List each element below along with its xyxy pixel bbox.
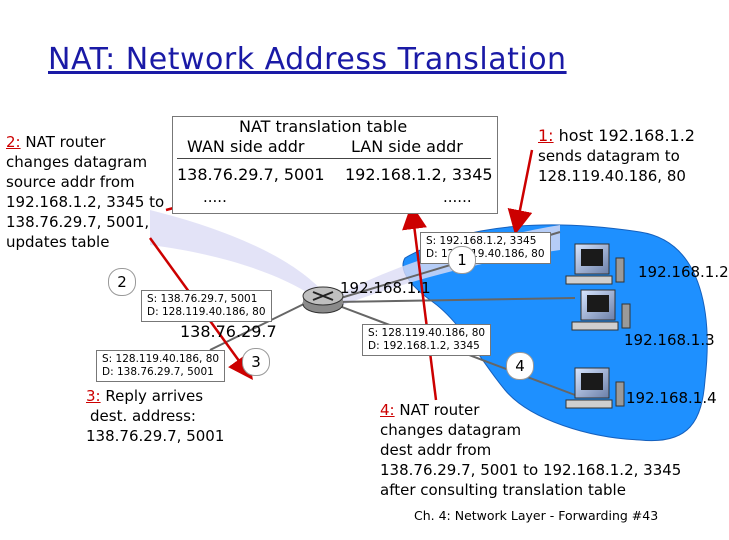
page-title: NAT: Network Address Translation: [48, 42, 567, 77]
step-badge-2: 2: [108, 268, 136, 296]
header-divider: [177, 158, 491, 159]
step1-number: 1:: [538, 126, 554, 145]
datagram-2: S: 138.76.29.7, 5001 D: 128.119.40.186, …: [141, 290, 272, 322]
host-address-4: 192.168.1.4: [626, 389, 717, 407]
step2-text: 2: NAT router changes datagram source ad…: [6, 133, 165, 251]
datagram-1: S: 192.168.1.2, 3345 D: 128.119.40.186, …: [420, 232, 551, 264]
step3-text: 3: Reply arrives dest. address: 138.76.2…: [86, 387, 225, 445]
table-dots-lan: ......: [443, 188, 472, 206]
step-badge-1: 1: [448, 246, 476, 274]
wan-band: [150, 210, 330, 310]
step1-text: 1: host 192.168.1.2 sends datagram to 12…: [538, 126, 695, 185]
column-header-lan: LAN side addr: [351, 137, 463, 156]
footer-page: #43: [631, 508, 659, 523]
table-heading: NAT translation table: [239, 117, 408, 136]
footer-chapter: Ch. 4: Network Layer - Forwarding: [414, 508, 628, 523]
table-dots-wan: .....: [203, 188, 227, 206]
router-lan-address: 192.168.1.1: [340, 279, 431, 297]
step4-text: 4: NAT router changes datagram dest addr…: [380, 401, 682, 499]
computer-icon: [565, 243, 625, 285]
step-badge-4: 4: [506, 352, 534, 380]
table-cell-wan: 138.76.29.7, 5001: [177, 165, 325, 184]
step2-number: 2:: [6, 133, 21, 151]
step-badge-3: 3: [242, 348, 270, 376]
footer: Ch. 4: Network Layer - Forwarding #43: [414, 508, 658, 523]
router-wan-address: 138.76.29.7: [180, 322, 277, 341]
router-icon: [302, 286, 344, 314]
datagram-4: S: 128.119.40.186, 80 D: 192.168.1.2, 33…: [362, 324, 492, 356]
computer-icon: [565, 367, 625, 409]
lan-cloud: [402, 224, 708, 442]
host-address-2: 192.168.1.2: [638, 263, 729, 281]
table-cell-lan: 192.168.1.2, 3345: [345, 165, 493, 184]
datagram-3: S: 128.119.40.186, 80 D: 138.76.29.7, 50…: [96, 350, 226, 382]
step3-number: 3:: [86, 387, 101, 405]
column-header-wan: WAN side addr: [187, 137, 305, 156]
nat-translation-table: NAT translation table WAN side addr LAN …: [172, 116, 498, 214]
step4-number: 4:: [380, 401, 395, 419]
host-address-3: 192.168.1.3: [624, 331, 715, 349]
computer-icon: [571, 289, 631, 331]
